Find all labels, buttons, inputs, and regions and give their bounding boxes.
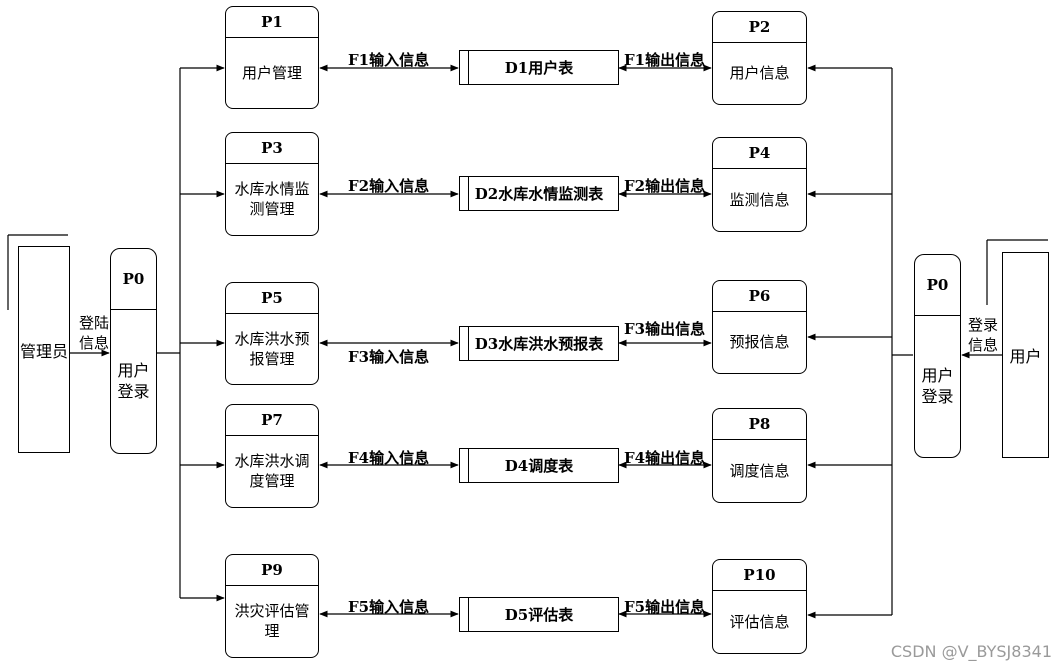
flow-label-f3-in: F3输入信息 [348, 348, 430, 366]
process-p8-name: 调度信息 [729, 461, 790, 480]
process-p10-name: 评估信息 [729, 612, 790, 631]
process-p7-name: 水库洪水调度管理 [234, 452, 310, 490]
store-divider [468, 449, 469, 482]
data-store-d2-label: D2水库水情监测表 [474, 185, 604, 203]
user-login-input-label: 登录信息 [967, 316, 998, 354]
flow-label-f3-out: F3输出信息 [624, 320, 706, 338]
process-p2-name: 用户信息 [729, 64, 790, 82]
process-p3: P3 水库水情监测管理 [225, 132, 319, 236]
data-store-d4-label: D4调度表 [504, 457, 574, 475]
data-store-d1-label: D1用户表 [504, 59, 574, 77]
admin-login-process: P0 用户登录 [110, 248, 157, 454]
flow-label-f2-in: F2输入信息 [348, 177, 430, 195]
process-p9: P9 洪灾评估管理 [225, 554, 319, 658]
admin-login-id: P0 [111, 249, 156, 310]
admin-login-input-label: 登陆信息 [78, 314, 109, 352]
user-entity-label: 用户 [1009, 347, 1042, 366]
store-divider [468, 51, 469, 84]
user-login-process: P0 用户登录 [914, 254, 961, 458]
process-p8: P8 调度信息 [712, 408, 807, 503]
process-p6-id: P6 [713, 281, 806, 312]
flow-label-f2-out: F2输出信息 [624, 177, 706, 195]
process-p4-name: 监测信息 [729, 190, 790, 209]
user-login-name: 用户登录 [921, 366, 954, 406]
process-p5-name: 水库洪水预报管理 [234, 329, 310, 368]
process-p3-id: P3 [226, 133, 318, 164]
process-p5: P5 水库洪水预报管理 [225, 282, 319, 385]
process-p2-id: P2 [713, 12, 806, 43]
watermark: CSDN @V_BYSJ8341 [890, 642, 1052, 661]
store-divider [468, 177, 469, 210]
process-p4-id: P4 [713, 138, 806, 169]
process-p8-id: P8 [713, 409, 806, 440]
store-divider [468, 598, 469, 631]
process-p3-name: 水库水情监测管理 [234, 180, 310, 218]
flow-label-f4-out: F4输出信息 [624, 449, 706, 467]
process-p2: P2 用户信息 [712, 11, 807, 105]
process-p10: P10 评估信息 [712, 559, 807, 654]
data-store-d1: D1用户表 [459, 50, 619, 85]
process-p6: P6 预报信息 [712, 280, 807, 374]
process-p7-id: P7 [226, 405, 318, 436]
process-p1-id: P1 [226, 7, 318, 38]
admin-entity: 管理员 [18, 246, 70, 453]
admin-entity-label: 管理员 [19, 341, 68, 361]
process-p9-id: P9 [226, 555, 318, 586]
process-p10-id: P10 [713, 560, 806, 591]
process-p6-name: 预报信息 [729, 333, 790, 351]
flow-label-f5-in: F5输入信息 [348, 598, 430, 616]
user-login-id: P0 [915, 255, 960, 316]
data-store-d5-label: D5评估表 [504, 606, 574, 624]
data-store-d3: D3水库洪水预报表 [459, 326, 619, 361]
data-store-d2: D2水库水情监测表 [459, 176, 619, 211]
process-p9-name: 洪灾评估管理 [234, 602, 310, 640]
process-p7: P7 水库洪水调度管理 [225, 404, 319, 508]
data-store-d4: D4调度表 [459, 448, 619, 483]
store-divider [468, 327, 469, 360]
flow-label-f1-in: F1输入信息 [348, 51, 430, 69]
process-p4: P4 监测信息 [712, 137, 807, 232]
data-store-d3-label: D3水库洪水预报表 [474, 335, 604, 353]
user-entity: 用户 [1002, 252, 1049, 458]
flow-label-f5-out: F5输出信息 [624, 598, 706, 616]
admin-login-name: 用户登录 [117, 361, 150, 401]
data-store-d5: D5评估表 [459, 597, 619, 632]
process-p5-id: P5 [226, 283, 318, 314]
flow-label-f4-in: F4输入信息 [348, 449, 430, 467]
process-p1: P1 用户管理 [225, 6, 319, 109]
flow-label-f1-out: F1输出信息 [624, 51, 706, 69]
process-p1-name: 用户管理 [241, 63, 302, 82]
